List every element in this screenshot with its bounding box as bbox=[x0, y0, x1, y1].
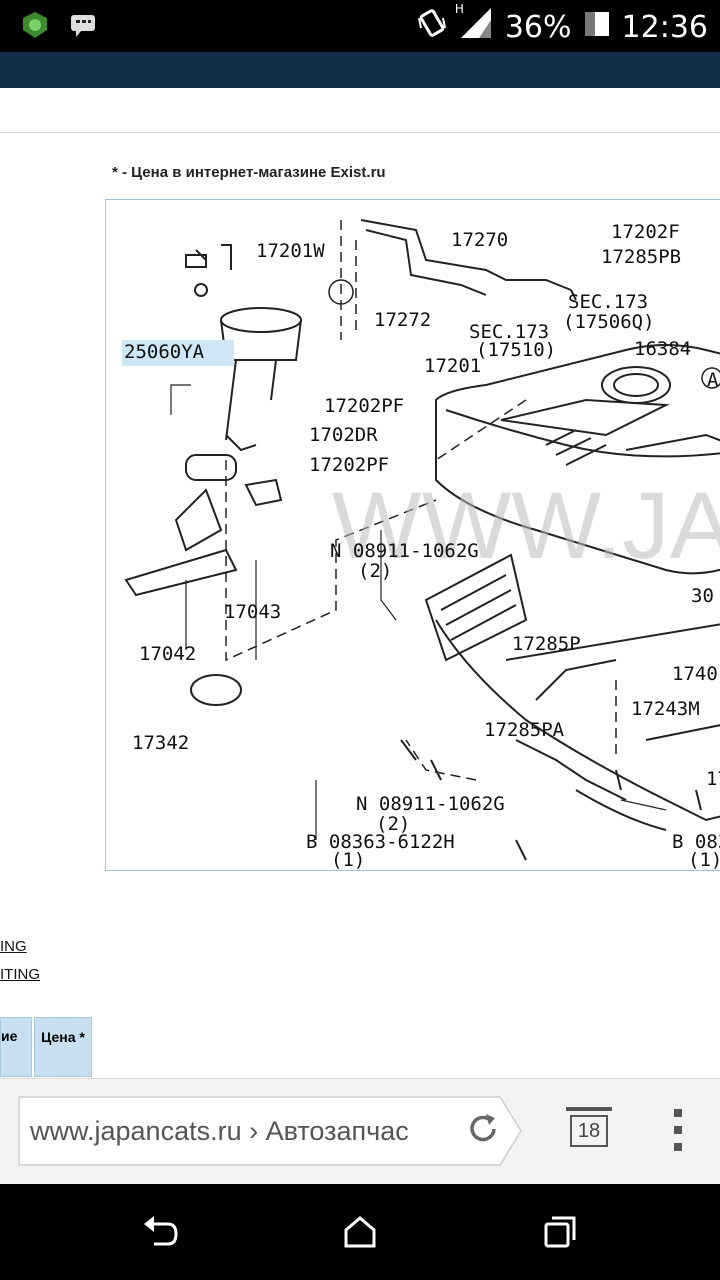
part-label[interactable]: N 08911-1062G bbox=[356, 793, 505, 815]
network-type: H bbox=[454, 2, 464, 16]
table-header-price: Цена * bbox=[34, 1017, 92, 1077]
part-label[interactable]: (17506Q) bbox=[563, 311, 655, 333]
part-label[interactable]: 17043 bbox=[224, 601, 281, 623]
part-label[interactable]: 17202F bbox=[611, 221, 680, 243]
part-label[interactable]: 17202PF bbox=[324, 395, 404, 417]
tab-switcher-button[interactable]: 18 bbox=[566, 1107, 612, 1153]
part-label[interactable]: 17285PB bbox=[601, 246, 681, 268]
part-label[interactable]: (2) bbox=[358, 560, 392, 582]
vibrate-icon bbox=[415, 6, 449, 48]
overflow-menu-icon[interactable] bbox=[672, 1109, 684, 1153]
battery-percent: 36% bbox=[504, 9, 572, 45]
part-label[interactable]: 17201 bbox=[424, 355, 481, 377]
part-label[interactable]: 17285P bbox=[512, 633, 581, 655]
signal-icon: H bbox=[455, 2, 495, 48]
part-label[interactable]: B 083 bbox=[672, 831, 720, 853]
shield-app-icon bbox=[20, 10, 50, 45]
home-icon[interactable] bbox=[340, 1212, 380, 1257]
clock: 12:36 bbox=[621, 9, 708, 45]
part-label[interactable]: 17 bbox=[706, 768, 720, 790]
part-label[interactable]: 1702DR bbox=[309, 424, 378, 446]
part-label[interactable]: (1) bbox=[688, 849, 720, 870]
part-label[interactable]: SEC.173 bbox=[469, 321, 549, 343]
part-label-highlight bbox=[122, 340, 234, 366]
part-label[interactable]: N 08911-1062G bbox=[330, 540, 479, 562]
tabs-stack-icon bbox=[566, 1107, 612, 1111]
message-icon bbox=[68, 10, 98, 45]
part-label[interactable]: 30 bbox=[691, 585, 714, 607]
parts-diagram[interactable]: WWW.JAPAN 17201W 17270 17202F 17285PB SEC.17… bbox=[105, 199, 720, 871]
part-label[interactable]: 17243M bbox=[631, 698, 700, 720]
part-label[interactable]: A bbox=[707, 369, 719, 391]
part-label[interactable]: 17201W bbox=[256, 240, 325, 262]
status-bar: H 36% 12:36 bbox=[0, 0, 720, 52]
divider bbox=[0, 132, 720, 133]
table-header-name: ие bbox=[0, 1017, 32, 1077]
part-label[interactable]: 16384 bbox=[634, 338, 691, 360]
part-label[interactable]: 25060YA bbox=[124, 341, 205, 363]
part-label[interactable]: 17342 bbox=[132, 732, 189, 754]
part-label[interactable]: 17285PA bbox=[484, 719, 565, 741]
part-label[interactable]: 17202PF bbox=[309, 454, 389, 476]
part-label[interactable]: (1) bbox=[331, 849, 365, 870]
part-label[interactable]: SEC.173 bbox=[568, 291, 648, 313]
part-label[interactable]: (17510) bbox=[476, 339, 556, 361]
recent-apps-icon[interactable] bbox=[540, 1212, 580, 1257]
omnibox[interactable]: www.japancats.ru › Автозапчас bbox=[18, 1096, 522, 1166]
navigation-bar bbox=[0, 1184, 720, 1280]
browser-toolbar: www.japancats.ru › Автозапчас 18 bbox=[0, 1078, 720, 1185]
watermark: WWW.JAPAN bbox=[332, 473, 720, 579]
parts-table-header: ие Цена * bbox=[0, 1017, 92, 1077]
part-label[interactable]: 1740 bbox=[672, 663, 718, 685]
battery-icon bbox=[582, 6, 612, 48]
back-icon[interactable] bbox=[140, 1212, 180, 1257]
app-header-bar bbox=[0, 52, 720, 90]
tab-count: 18 bbox=[570, 1115, 608, 1147]
part-label[interactable]: 17270 bbox=[451, 229, 508, 251]
diagram-drawing: WWW.JAPAN 17201W 17270 17202F 17285PB SEC.17… bbox=[122, 219, 720, 870]
part-label[interactable]: B 08363-6122H bbox=[306, 831, 455, 853]
link-ing[interactable]: ING bbox=[0, 938, 27, 955]
link-iting[interactable]: ITING bbox=[0, 966, 40, 983]
url-text[interactable]: www.japancats.ru › Автозапчас bbox=[30, 1116, 409, 1146]
omnibox-frame bbox=[18, 1096, 522, 1166]
web-page[interactable]: * - Цена в интернет-магазине Exist.ru bbox=[0, 88, 720, 1078]
part-label[interactable]: (2) bbox=[376, 813, 410, 835]
part-label[interactable]: 17272 bbox=[374, 309, 431, 331]
price-note: * - Цена в интернет-магазине Exist.ru bbox=[112, 164, 386, 181]
part-label[interactable]: 17042 bbox=[139, 643, 196, 665]
